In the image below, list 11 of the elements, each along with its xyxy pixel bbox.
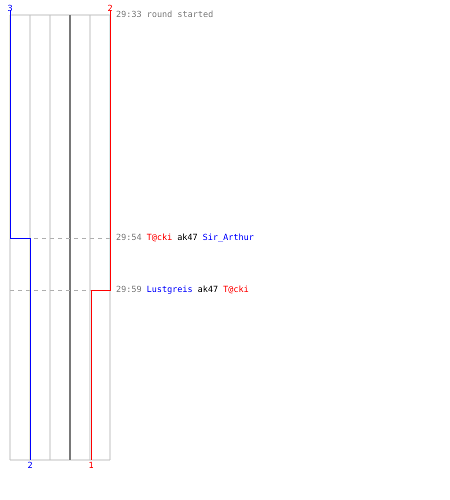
weapon-name: ak47 <box>177 233 198 243</box>
player-name: T@cki <box>223 285 249 295</box>
event-text: 29:33 round started <box>116 10 214 20</box>
player-name: T@cki <box>146 233 172 243</box>
timestamp: 29:59 <box>116 285 142 295</box>
count-number: 2 <box>28 461 33 471</box>
player-name: Sir_Arthur <box>202 233 254 243</box>
count-number: 1 <box>88 461 94 471</box>
weapon-name: ak47 <box>198 285 218 295</box>
timestamp: 29:54 <box>116 233 142 243</box>
player-name: Lustgreis <box>146 285 193 295</box>
